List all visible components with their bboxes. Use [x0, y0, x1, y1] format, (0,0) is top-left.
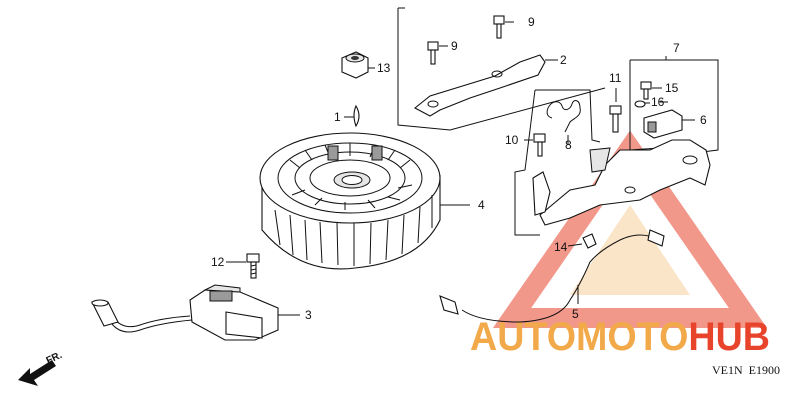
watermark-text: AUTOMOTOHUB — [470, 315, 770, 359]
part-label-14: 14 — [554, 240, 568, 254]
part-label-16: 16 — [651, 95, 665, 109]
arm-bolt-part — [609, 88, 622, 133]
clip-part — [567, 233, 597, 249]
part-label-9a: 9 — [528, 15, 535, 29]
part-label-12: 12 — [211, 255, 225, 269]
key-part — [344, 104, 360, 128]
bolt-part-upper — [493, 15, 514, 39]
bracket-plate-part — [414, 54, 558, 117]
part-label-2: 2 — [560, 53, 567, 67]
part-label-4: 4 — [478, 198, 485, 212]
bolt-part-lower — [427, 41, 448, 65]
part-label-5: 5 — [572, 307, 579, 321]
diagram-code: VE1N E1900 — [712, 363, 780, 377]
part-label-15: 15 — [665, 81, 679, 95]
flywheel-nut-part — [341, 51, 375, 79]
brake-bolt-part — [524, 133, 546, 157]
part-label-11: 11 — [609, 71, 622, 85]
watermark-text-orange: AUTOMOTO — [470, 315, 688, 359]
part-labels: 1 2 3 4 5 6 7 8 9 9 10 11 12 13 14 15 16 — [211, 15, 707, 322]
spring-part — [546, 100, 581, 145]
watermark-text-red: HUB — [688, 315, 770, 359]
watermark-triangle — [492, 130, 768, 328]
stop-wire-part — [439, 229, 665, 323]
svg-text:AUTOMOTOHUB: AUTOMOTOHUB — [470, 315, 770, 359]
part-label-6: 6 — [700, 113, 707, 127]
part-label-7: 7 — [673, 41, 680, 55]
part-label-3: 3 — [305, 308, 312, 322]
coil-bolt-part — [226, 253, 260, 279]
brake-arm-part — [532, 139, 711, 226]
washer-part — [634, 100, 650, 108]
ignition-coil-part — [91, 284, 300, 341]
stop-switch-part — [643, 109, 695, 139]
bracket-group-frame — [397, 7, 606, 131]
part-label-9b: 9 — [451, 39, 458, 53]
switch-screw-part — [640, 81, 662, 100]
part-label-8: 8 — [565, 138, 572, 152]
direction-label: FR. — [45, 350, 64, 367]
leader-lines — [660, 56, 668, 103]
flywheel-part — [259, 132, 470, 270]
part-label-1: 1 — [334, 110, 341, 124]
part-label-13: 13 — [377, 61, 391, 75]
front-direction-arrow: FR. — [18, 350, 64, 386]
part-label-10: 10 — [505, 133, 519, 147]
